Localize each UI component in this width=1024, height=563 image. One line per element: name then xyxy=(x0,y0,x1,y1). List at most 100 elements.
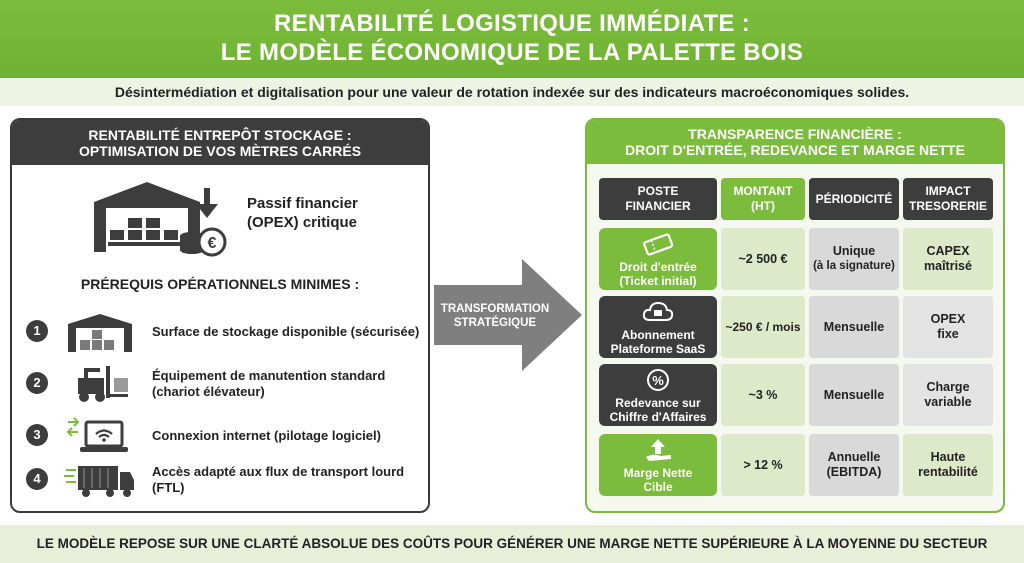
header-line-1: MONTANT xyxy=(733,184,793,198)
row-label-line-1: Redevance sur xyxy=(615,395,701,410)
right-title-line-1: TRANSPARENCE FINANCIÈRE : xyxy=(688,126,902,142)
right-title-line-2: DROIT D'ENTRÉE, REDEVANCE ET MARGE NETTE xyxy=(625,142,965,158)
prereq-text: Accès adapté aux flux de transport lourd… xyxy=(152,464,404,496)
ticket-icon xyxy=(643,232,674,256)
prereq-item-1: 1 Surface de stockage disponible (sécuri… xyxy=(26,312,426,354)
left-title-line-1: RENTABILITÉ ENTREPÔT STOCKAGE : xyxy=(88,127,352,143)
growth-icon xyxy=(646,438,671,461)
header-line-1: IMPACT xyxy=(925,184,971,198)
truck-icon xyxy=(64,466,134,497)
period-line-1: Mensuelle xyxy=(823,387,885,402)
title-line-2: LE MODÈLE ÉCONOMIQUE DE LA PALETTE BOIS xyxy=(220,39,804,66)
period-cell: Annuelle (EBITDA) xyxy=(809,434,899,496)
transformation-arrow-icon xyxy=(434,259,582,371)
row-label-line-1: Abonnement xyxy=(621,327,695,342)
prereq-line-2: (chariot élévateur) xyxy=(152,384,265,399)
row-label-line-2: Chiffre d'Affaires xyxy=(609,409,707,424)
header-periodicite: PÉRIODICITÉ xyxy=(809,178,899,220)
period-line-1: Unique xyxy=(832,244,876,258)
prereq-number: 3 xyxy=(26,424,48,446)
prereq-text: Surface de stockage disponible (sécurisé… xyxy=(152,324,419,340)
period-line-1: Annuelle xyxy=(827,450,881,464)
impact-line-2: variable xyxy=(924,395,972,409)
header-montant: MONTANT (HT) xyxy=(721,178,805,220)
opex-line-2: (OPEX) critique xyxy=(247,214,358,231)
period-cell: Mensuelle xyxy=(809,296,899,358)
row-label-line-2: Cible xyxy=(643,479,673,494)
warehouse-coins-icon: € xyxy=(94,182,227,257)
prereq-line-1: Connexion internet (pilotage logiciel) xyxy=(152,428,381,443)
page-title: RENTABILITÉ LOGISTIQUE IMMÉDIATE : LE MO… xyxy=(0,0,1024,78)
title-line-1: RENTABILITÉ LOGISTIQUE IMMÉDIATE : xyxy=(274,10,750,37)
percent-icon: % xyxy=(647,368,669,391)
impact-line-1: Charge xyxy=(926,380,970,394)
row-label-droit-entree: Droit d'entrée (Ticket initial) xyxy=(599,228,717,290)
amount-cell: > 12 % xyxy=(721,434,805,496)
left-title-line-2: OPTIMISATION DE VOS MÈTRES CARRÉS xyxy=(78,143,362,159)
row-label-line-1: Marge Nette xyxy=(623,465,693,480)
period-cell: Unique (à la signature) xyxy=(809,228,899,290)
row-label-marge-nette: Marge Nette Cible xyxy=(599,434,717,496)
svg-text:%: % xyxy=(652,373,664,388)
prereq-number: 4 xyxy=(26,468,48,490)
header-impact: IMPACT TRESORERIE xyxy=(903,178,993,220)
amount-cell: ~2 500 € xyxy=(721,228,805,290)
row-label-line-2: (Ticket initial) xyxy=(619,273,697,288)
prereq-line-1: Équipement de manutention standard xyxy=(152,368,386,383)
footer-statement: LE MODÈLE REPOSE SUR UNE CLARTÉ ABSOLUE … xyxy=(0,525,1024,563)
period-line-2: (à la signature) xyxy=(813,260,895,272)
left-panel-title: RENTABILITÉ ENTREPÔT STOCKAGE : OPTIMISA… xyxy=(12,120,428,165)
impact-cell: CAPEX maîtrisé xyxy=(903,228,993,290)
cloud-icon xyxy=(642,301,674,321)
subtitle: Désintermédiation et digitalisation pour… xyxy=(0,78,1024,106)
prereq-text: Connexion internet (pilotage logiciel) xyxy=(152,428,381,444)
amount-cell: ~250 € / mois xyxy=(721,296,805,358)
warehouse-icon xyxy=(68,314,132,352)
impact-line-2: rentabilité xyxy=(918,465,978,479)
prereq-item-4: 4 Accès adapté aux flux de transport lou… xyxy=(26,460,426,502)
header-line-2: (HT) xyxy=(751,199,775,213)
prereq-item-3: 3 Connexion internet (pilotage logiciel) xyxy=(26,416,426,458)
impact-line-2: fixe xyxy=(937,327,959,341)
row-label-abonnement: Abonnement Plateforme SaaS xyxy=(599,296,717,358)
impact-line-2: maîtrisé xyxy=(924,259,972,273)
impact-line-1: CAPEX xyxy=(926,244,970,258)
prereq-text: Équipement de manutention standard (char… xyxy=(152,368,385,400)
right-panel-title: TRANSPARENCE FINANCIÈRE : DROIT D'ENTRÉE… xyxy=(587,120,1003,164)
impact-line-1: Haute xyxy=(930,450,966,464)
amount-cell: ~3 % xyxy=(721,364,805,426)
arrow-line-2: STRATÉGIQUE xyxy=(453,317,537,329)
prereq-number: 2 xyxy=(26,372,48,394)
header-line-1: PÉRIODICITÉ xyxy=(815,191,893,206)
prereq-title: PRÉREQUIS OPÉRATIONNELS MINIMES : xyxy=(80,276,360,292)
row-label-line-1: Droit d'entrée xyxy=(619,259,697,274)
prereq-line-1: Surface de stockage disponible (sécurisé… xyxy=(152,324,420,339)
prereq-item-2: 2 Équipement de manutention standard (ch… xyxy=(26,364,426,406)
header-line-2: TRESORERIE xyxy=(908,199,987,213)
period-line-1: Mensuelle xyxy=(823,319,885,334)
header-line-1: POSTE xyxy=(637,184,679,198)
prereq-line-1: Accès adapté aux flux de transport lourd xyxy=(152,464,405,479)
right-panel-finance: TRANSPARENCE FINANCIÈRE : DROIT D'ENTRÉE… xyxy=(585,118,1005,513)
opex-block: € Passif financier (OPEX) critique xyxy=(92,180,412,257)
prereq-line-2: (FTL) xyxy=(152,480,185,495)
arrow-line-1: TRANSFORMATION xyxy=(440,303,550,315)
impact-cell: OPEX fixe xyxy=(903,296,993,358)
period-line-2: (EBITDA) xyxy=(826,465,882,479)
opex-line-1: Passif financier xyxy=(247,195,358,212)
prereq-number: 1 xyxy=(26,320,48,342)
transformation-label: TRANSFORMATION STRATÉGIQUE xyxy=(436,302,554,330)
impact-cell: Haute rentabilité xyxy=(903,434,993,496)
row-label-redevance: % Redevance sur Chiffre d'Affaires xyxy=(599,364,717,426)
forklift-icon xyxy=(78,366,128,402)
left-panel-warehouse: RENTABILITÉ ENTREPÔT STOCKAGE : OPTIMISA… xyxy=(10,118,430,513)
impact-line-1: OPEX xyxy=(930,312,966,326)
impact-cell: Charge variable xyxy=(903,364,993,426)
header-poste: POSTE FINANCIER xyxy=(599,178,717,220)
row-label-line-2: Plateforme SaaS xyxy=(610,341,706,356)
opex-label: Passif financier (OPEX) critique xyxy=(247,194,358,232)
laptop-wifi-icon xyxy=(66,417,128,452)
period-cell: Mensuelle xyxy=(809,364,899,426)
svg-text:€: € xyxy=(208,235,217,252)
header-line-2: FINANCIER xyxy=(625,199,691,213)
